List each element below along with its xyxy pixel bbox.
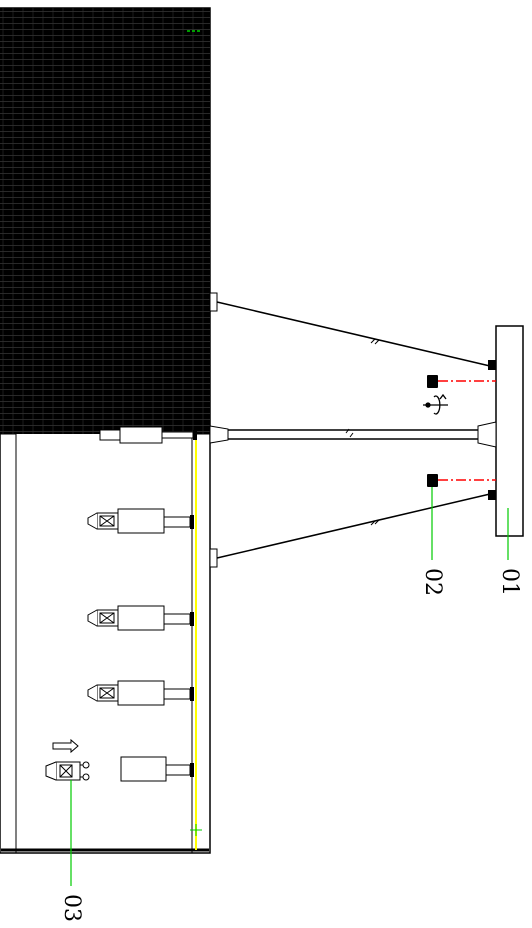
loose-bulb [45, 761, 90, 781]
callout-01: 01 [497, 568, 522, 596]
bulb-4 [87, 680, 194, 706]
canopy-cable-knob-top [488, 360, 496, 370]
callout-03: 03 [59, 894, 84, 922]
suspension-cables [216, 301, 491, 559]
bulb-2 [87, 508, 194, 534]
laser-lines [438, 380, 496, 481]
bulb-1 [99, 426, 197, 444]
screw-top [427, 375, 438, 388]
ceiling-bracket-bottom [209, 548, 218, 568]
dark-panel [0, 8, 210, 434]
direction-arrow-icon [52, 738, 79, 754]
bulb-socket-empty [120, 756, 194, 782]
canopy-cable-knob-bottom [488, 490, 496, 500]
ceiling-bracket-top [209, 292, 218, 312]
callout-02: 02 [420, 568, 445, 596]
rotate-arrow-icon [423, 393, 448, 415]
ceiling-bracket-center [209, 425, 229, 444]
bulb-3 [87, 605, 194, 631]
cable-break-marks [345, 338, 380, 526]
leader-lines [70, 487, 509, 886]
canopy-plate [495, 325, 524, 537]
canopy-center-connector [477, 421, 497, 448]
track-end-marker [190, 824, 202, 836]
screw-bottom [427, 474, 438, 487]
